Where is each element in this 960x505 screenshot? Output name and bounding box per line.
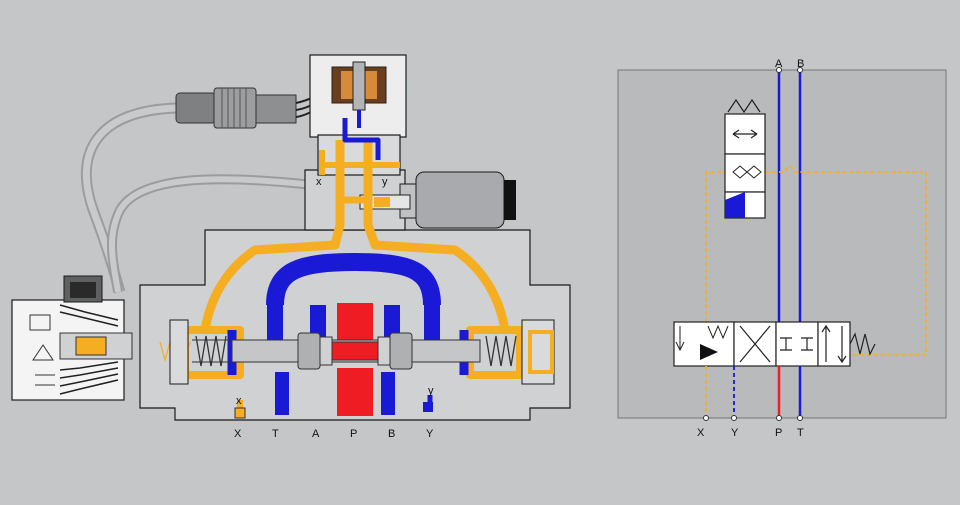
position-transducer: [11, 275, 133, 401]
pilot-dashed-line: [705, 165, 927, 356]
schematic-label-x: X: [697, 427, 705, 439]
schematic-label-a: A: [775, 58, 783, 70]
port-label-x: X: [234, 428, 242, 440]
right-adjuster: [528, 330, 554, 374]
cross-section-view: x y x y X T A P B Y: [11, 54, 571, 440]
left-end-cap: [169, 319, 189, 385]
port-label-p: P: [350, 428, 357, 440]
solenoid-cable-inner: [108, 176, 313, 293]
port-label-y: Y: [426, 428, 434, 440]
port-label-a: A: [312, 428, 320, 440]
schematic-label-b: B: [797, 58, 804, 70]
schematic-view: A B X Y P T: [617, 58, 947, 439]
port-markers: [234, 402, 433, 419]
right-end-cap: [521, 319, 555, 385]
bottom-pilot-label-x: x: [236, 395, 242, 407]
pilot-label-y: y: [382, 176, 388, 188]
port-labels: X T A P B Y: [234, 428, 434, 440]
schematic-label-y: Y: [731, 427, 739, 439]
pilot-sensor: [331, 61, 387, 128]
main-valve-symbol: [673, 321, 876, 367]
pilot-label-x: x: [316, 176, 322, 188]
port-label-t: T: [272, 428, 279, 440]
main-spool: [192, 332, 481, 370]
bottom-pilot-label-y: y: [428, 385, 434, 397]
schematic-label-p: P: [775, 427, 782, 439]
port-label-b: B: [388, 428, 395, 440]
schematic-label-t: T: [797, 427, 804, 439]
pilot-valve-symbol: [724, 98, 766, 219]
pressure-channel: [337, 303, 373, 416]
